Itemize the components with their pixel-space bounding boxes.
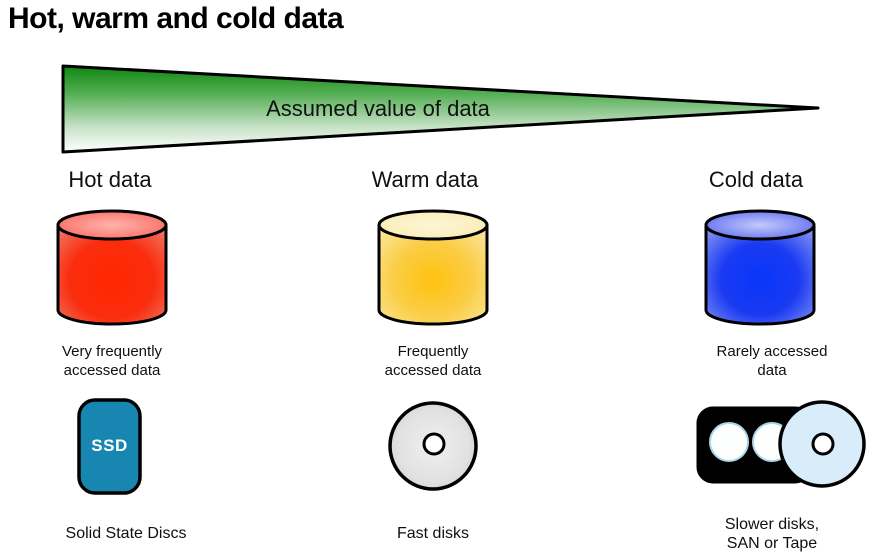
assumed-value-label: Assumed value of data bbox=[266, 96, 490, 121]
warm-data-cylinder-icon bbox=[377, 209, 489, 326]
ssd-icon bbox=[77, 398, 142, 495]
value-wedge bbox=[61, 64, 820, 154]
slow-storage-label-line2: SAN or Tape bbox=[726, 535, 818, 552]
slow-storage-label: Slower disks, SAN or Tape bbox=[662, 515, 880, 553]
ssd-badge: SSD bbox=[91, 436, 128, 455]
fast-disks-label: Fast disks bbox=[396, 525, 469, 542]
hot-data-caption: Very frequently accessed data bbox=[12, 342, 212, 380]
cold-data-heading: Cold data bbox=[708, 167, 804, 192]
ssd-device-label: Solid State Discs bbox=[65, 525, 187, 542]
hot-caption-line1: Very frequently bbox=[61, 343, 163, 360]
slow-storage-label-line1: Slower disks, bbox=[724, 516, 820, 533]
hot-data-cylinder-icon bbox=[56, 209, 168, 326]
cold-disc-icon bbox=[778, 400, 866, 488]
cold-data-caption: Rarely accessed data bbox=[672, 342, 872, 380]
warm-caption-line2: accessed data bbox=[384, 362, 482, 379]
warm-caption-line1: Frequently bbox=[397, 343, 469, 360]
warm-data-heading: Warm data bbox=[371, 167, 479, 192]
hot-data-heading: Hot data bbox=[68, 167, 152, 192]
cold-caption-line1: Rarely accessed bbox=[716, 343, 828, 360]
cold-caption-line2: data bbox=[757, 362, 787, 379]
page-title: Hot, warm and cold data bbox=[8, 2, 344, 35]
warm-data-caption: Frequently accessed data bbox=[333, 342, 533, 380]
cold-data-cylinder-icon bbox=[704, 209, 816, 326]
hot-caption-line2: accessed data bbox=[63, 362, 161, 379]
disc-icon bbox=[388, 401, 478, 491]
